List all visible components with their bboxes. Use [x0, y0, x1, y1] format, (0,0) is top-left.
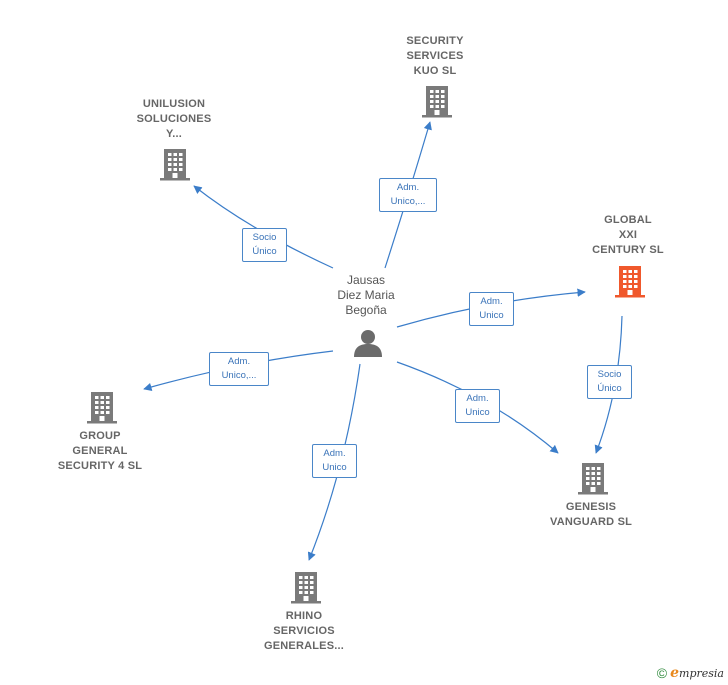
- building-icon[interactable]: [290, 570, 322, 604]
- person-name[interactable]: Jausas Diez Maria Begoña: [337, 273, 395, 317]
- company-label-security-services-kuo[interactable]: SECURITY SERVICES KUO SL: [406, 35, 464, 77]
- relation-label-to-security-services[interactable]: Adm. Unico,...: [379, 178, 437, 212]
- relation-label-to-unilusion[interactable]: Socio Único: [242, 228, 287, 262]
- company-label-rhino-servicios[interactable]: RHINO SERVICIOS GENERALES...: [263, 610, 345, 652]
- building-icon-highlighted[interactable]: [614, 264, 646, 298]
- building-icon[interactable]: [421, 84, 453, 118]
- brand-logo[interactable]: empresia: [670, 665, 724, 681]
- relation-label-to-group-general[interactable]: Adm. Unico,...: [209, 352, 269, 386]
- building-icon[interactable]: [86, 390, 118, 424]
- company-label-global-xxi-century[interactable]: GLOBAL XXI CENTURY SL: [592, 214, 664, 256]
- relation-label-to-genesis[interactable]: Adm. Unico: [455, 389, 500, 423]
- footer-brand: © empresia: [657, 665, 724, 681]
- company-label-genesis-vanguard[interactable]: GENESIS VANGUARD SL: [549, 501, 633, 528]
- relation-label-global-to-genesis[interactable]: Socio Único: [587, 365, 632, 399]
- company-label-unilusion-soluciones[interactable]: UNILUSION SOLUCIONES Y...: [136, 98, 212, 140]
- building-icon[interactable]: [577, 461, 609, 495]
- relation-label-to-rhino[interactable]: Adm. Unico: [312, 444, 357, 478]
- relation-label-to-global[interactable]: Adm. Unico: [469, 292, 514, 326]
- person-icon[interactable]: [352, 328, 384, 358]
- copyright-icon: ©: [656, 665, 668, 681]
- company-label-group-general-security[interactable]: GROUP GENERAL SECURITY 4 SL: [57, 430, 143, 472]
- building-icon[interactable]: [159, 147, 191, 181]
